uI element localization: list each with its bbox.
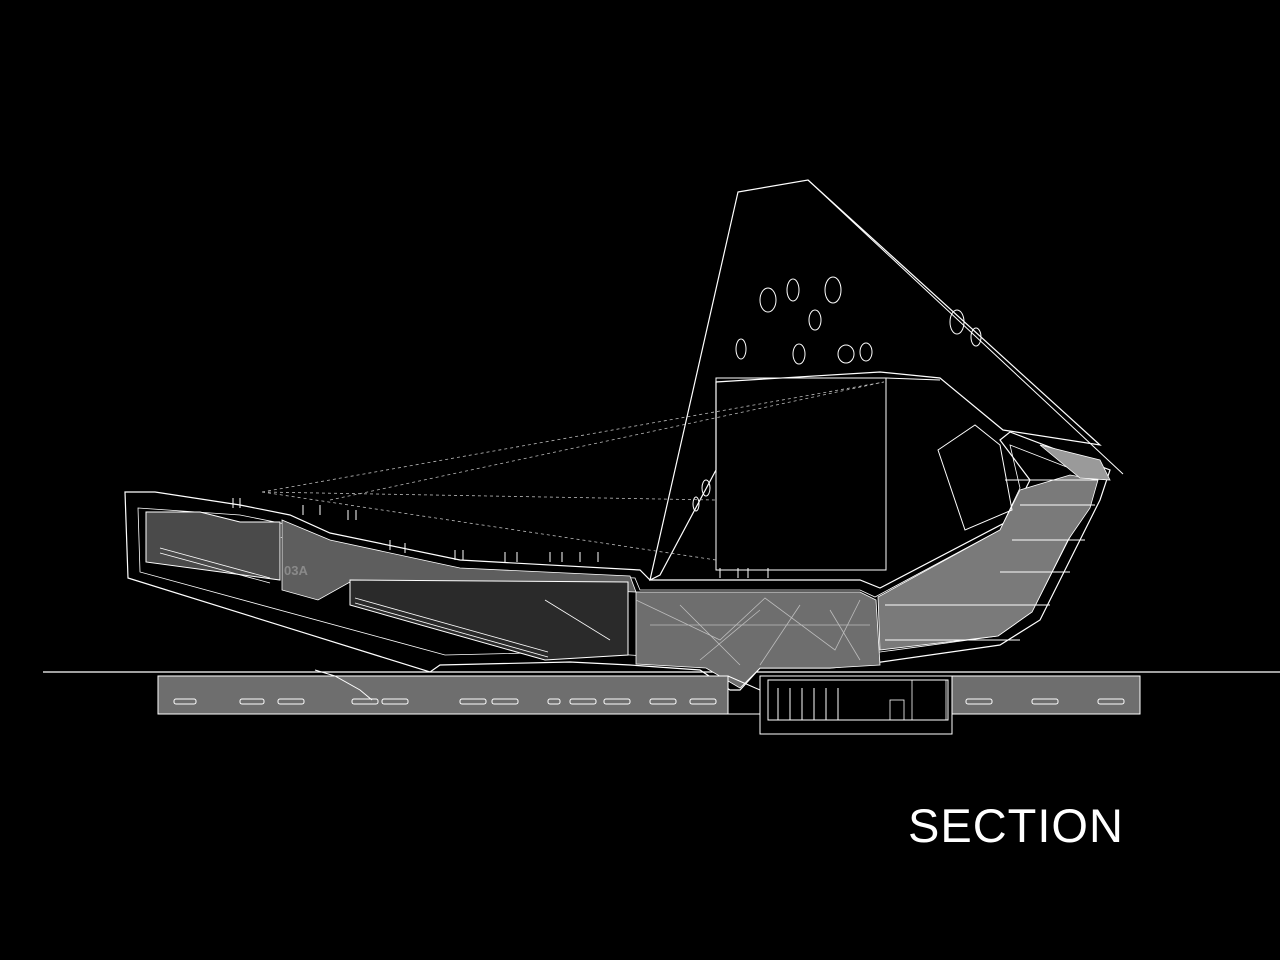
small-hall (145, 511, 281, 581)
main-auditorium (349, 579, 629, 661)
service-core (767, 679, 949, 721)
parking-ramp (314, 669, 373, 701)
right-floors (877, 474, 1099, 651)
roof-fold (937, 424, 1013, 531)
main-auditorium-seats (354, 597, 611, 658)
tower-outline (649, 179, 1102, 582)
small-hall-seats (159, 547, 271, 584)
stage-trusses (635, 597, 870, 666)
drawing-title: SECTION (908, 799, 1124, 852)
upper-hall-shell (124, 431, 1111, 691)
parking-level-right (951, 675, 1141, 715)
elevator-grid (911, 679, 947, 721)
right-floor-slabs (885, 479, 1098, 641)
parked-cars (173, 698, 1125, 705)
stage-fill (635, 591, 881, 689)
tower-openings (692, 276, 982, 512)
people-figures (232, 498, 769, 578)
tower-edge (807, 179, 1124, 475)
roof-fold-light (1039, 444, 1111, 481)
parking-level (157, 675, 729, 715)
stage-house-roof (716, 377, 941, 381)
service-core-bars (777, 688, 839, 720)
elevator-door (889, 699, 905, 721)
space-tag: 03A (284, 563, 308, 578)
